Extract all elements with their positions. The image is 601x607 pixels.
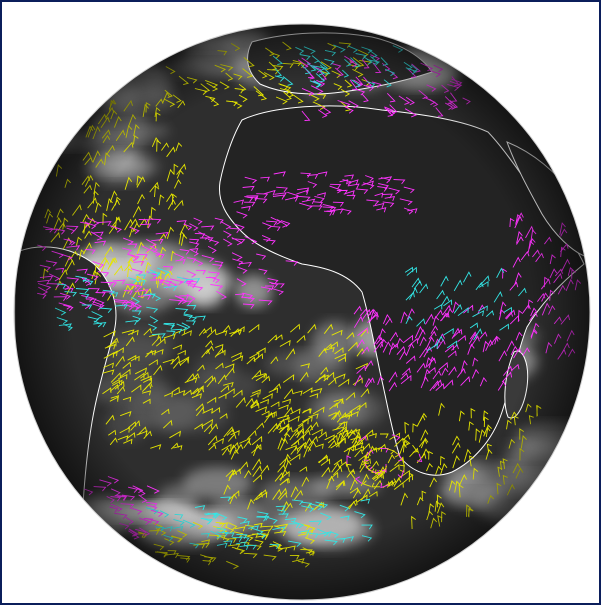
cloud-patch bbox=[555, 500, 589, 520]
cloud-patch bbox=[527, 490, 590, 516]
cloud-patch bbox=[48, 58, 100, 103]
limb-darkening bbox=[14, 24, 590, 600]
disk-edge bbox=[13, 23, 591, 601]
cloud-patch bbox=[540, 468, 590, 511]
